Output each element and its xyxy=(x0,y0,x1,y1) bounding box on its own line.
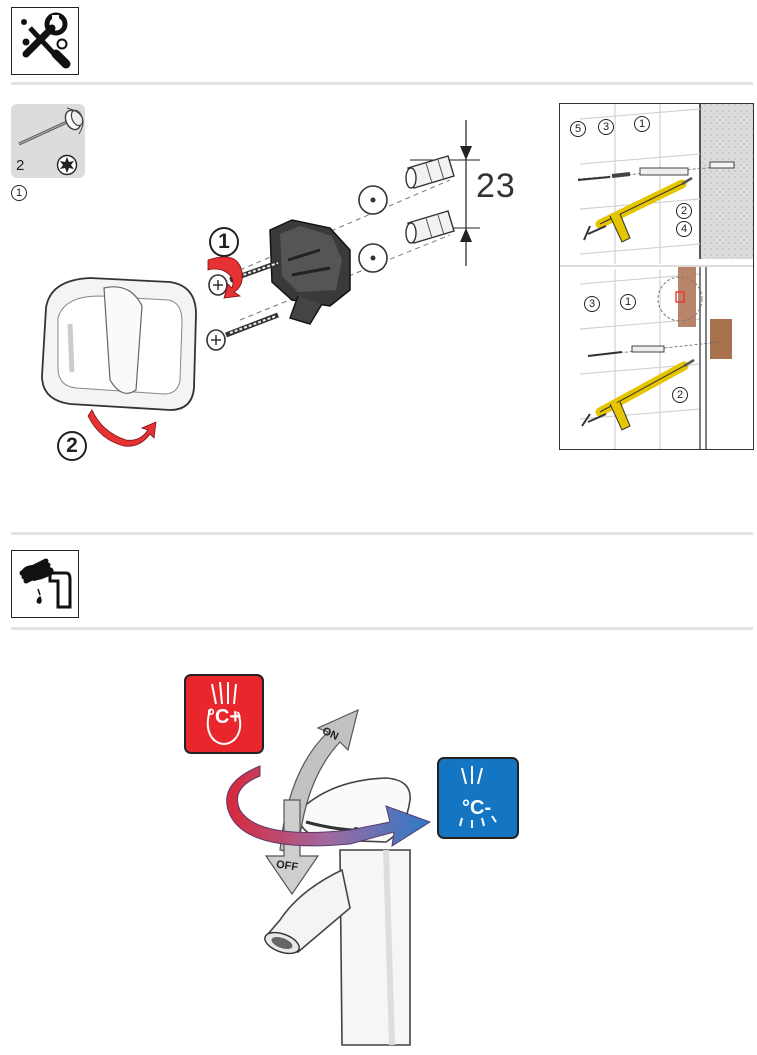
operation-header-icon-box xyxy=(11,550,79,618)
section-divider xyxy=(11,532,753,535)
cold-water-badge xyxy=(437,757,519,839)
inset-callout: 5 xyxy=(570,121,586,137)
faucet-illustration xyxy=(184,674,519,1046)
inset-callout: 1 xyxy=(634,116,650,132)
mount-step-2: 2 xyxy=(57,431,87,461)
inset-callout: 2 xyxy=(676,203,692,219)
wrench-screwdriver-icon xyxy=(21,12,71,69)
wall-bracket xyxy=(269,219,351,325)
shower-holder xyxy=(41,277,197,411)
inset-callout: 1 xyxy=(620,294,636,310)
tool-card: 2 xyxy=(11,104,85,178)
caulking-gun-top xyxy=(583,176,693,243)
temperature-rotate-arrow xyxy=(226,765,432,848)
wall-plug-top xyxy=(405,155,455,189)
off-arrow xyxy=(264,799,320,896)
push-arrow xyxy=(87,409,157,447)
hot-water-badge xyxy=(184,674,264,754)
dimension-label: 23 xyxy=(476,167,516,205)
caulking-gun-bottom xyxy=(581,358,695,431)
inset-callout: 2 xyxy=(672,387,688,403)
section-divider xyxy=(11,627,753,630)
tool-step-marker: 1 xyxy=(11,185,27,201)
tools-header-icon-box xyxy=(11,7,79,75)
faucet xyxy=(264,777,411,1046)
inset-callout: 3 xyxy=(598,119,614,135)
wall-plug-bottom xyxy=(405,210,455,244)
tool-size-label: 2 xyxy=(16,157,25,174)
inset-callout: 4 xyxy=(676,221,692,237)
cold-label: °C- xyxy=(462,797,492,819)
installation-detail-panel: 5 3 1 2 4 3 1 2 xyxy=(559,103,754,450)
section-divider xyxy=(11,82,753,85)
screwdriver-icon xyxy=(18,107,84,146)
tighten-arrow xyxy=(207,256,243,299)
mounting-illustration xyxy=(41,120,480,447)
hand-faucet-icon xyxy=(19,558,72,609)
torx-star-icon xyxy=(56,154,78,176)
mount-step-1: 1 xyxy=(209,227,239,257)
inset-illustration xyxy=(560,104,753,449)
screw-bottom xyxy=(206,312,279,351)
hot-label: °C+ xyxy=(207,706,242,728)
inset-callout: 3 xyxy=(584,296,600,312)
